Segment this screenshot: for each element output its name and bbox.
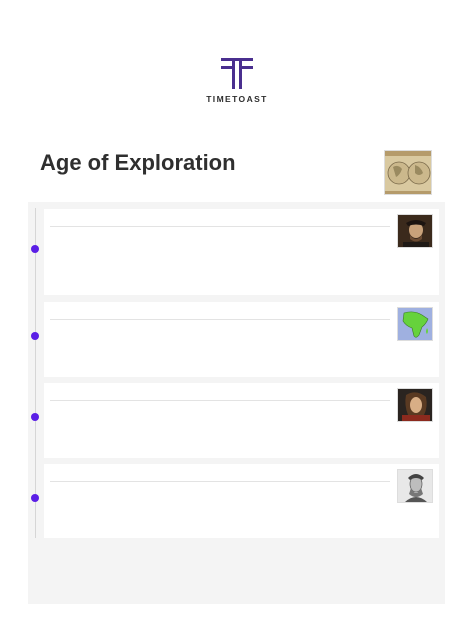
timeline-axis	[35, 208, 36, 538]
timetoast-wordmark: TIMETOAST	[206, 94, 268, 104]
timeline-event-dot	[31, 245, 39, 253]
card-divider	[50, 481, 390, 482]
africa-map-thumbnail[interactable]	[397, 307, 433, 341]
timeline-event-card[interactable]	[44, 302, 439, 377]
timeline-event-dot	[31, 494, 39, 502]
timeline-event-card[interactable]	[44, 209, 439, 295]
timetoast-logo-mark	[221, 58, 253, 89]
explorer-portrait-thumbnail[interactable]	[397, 214, 433, 248]
columbus-portrait-thumbnail[interactable]	[397, 388, 433, 422]
timeline-event-dot	[31, 332, 39, 340]
timetoast-logo[interactable]: TIMETOAST	[196, 56, 278, 104]
card-divider	[50, 226, 390, 227]
page-title: Age of Exploration	[40, 150, 236, 175]
card-divider	[50, 319, 390, 320]
timeline-event-card[interactable]	[44, 383, 439, 458]
timeline-event-card[interactable]	[44, 464, 439, 538]
card-divider	[50, 400, 390, 401]
timeline-event-dot	[31, 413, 39, 421]
navigator-engraving-thumbnail[interactable]	[397, 469, 433, 503]
world-map-thumbnail[interactable]	[384, 150, 432, 195]
